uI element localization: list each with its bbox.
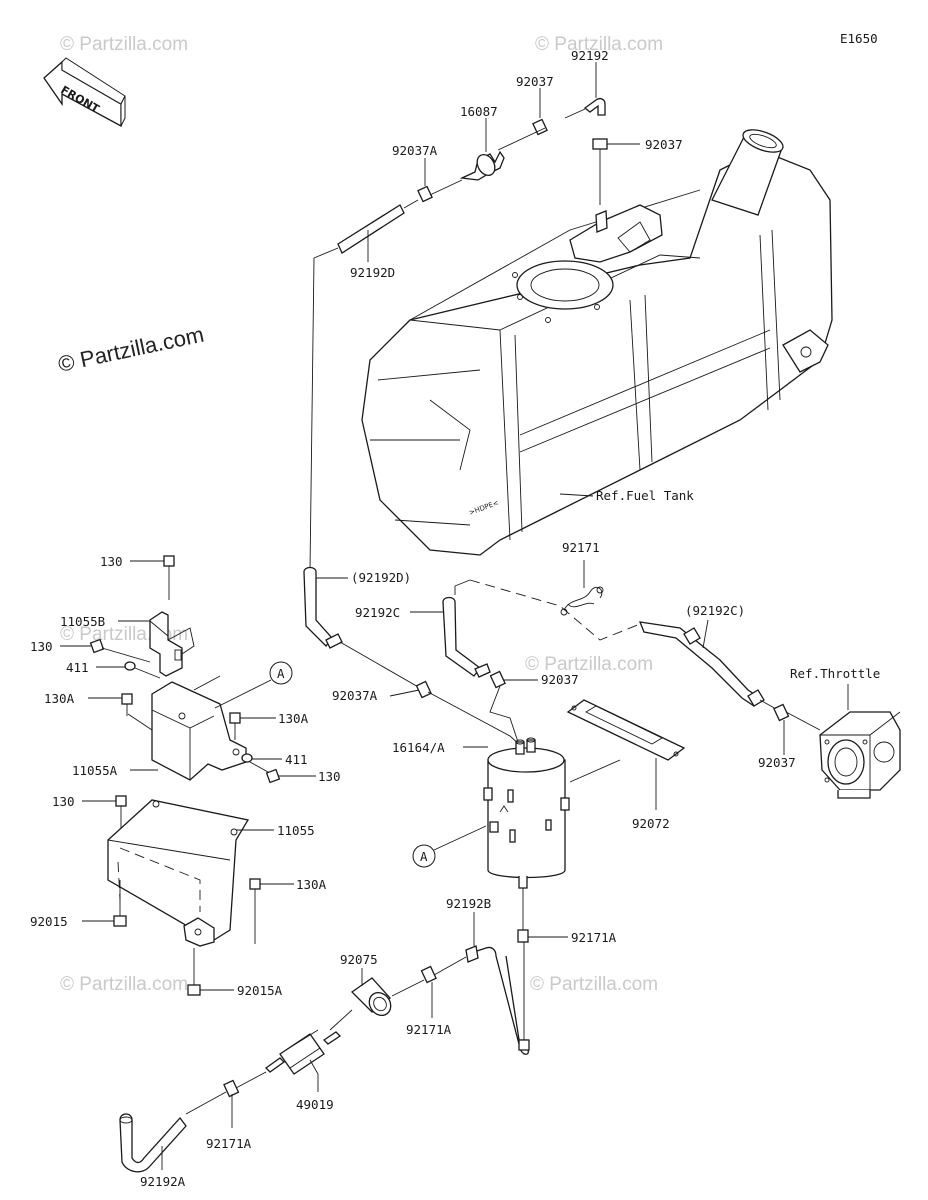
bolt-130A <box>249 878 261 944</box>
vent-hose-92192D <box>337 204 405 254</box>
vent-hose-92192C <box>442 596 491 678</box>
check-valve-16087 <box>459 150 505 181</box>
canister-16164 <box>483 737 570 889</box>
label-92192C-ref: (92192C) <box>685 603 745 618</box>
label-92192: 92192 <box>571 48 609 63</box>
label-92192B: 92192B <box>446 896 491 911</box>
callout-A: A <box>269 661 293 685</box>
label-92192D-ref: (92192D) <box>351 570 411 585</box>
clamp-92171A <box>223 1079 240 1098</box>
bolt-130 <box>265 768 281 784</box>
front-arrow-icon: FRONT <box>43 57 126 128</box>
vent-hose-92192D-lower <box>303 566 343 649</box>
bolt-130A <box>121 693 133 716</box>
filter-cover-92075 <box>350 977 392 1017</box>
nut-92015A <box>187 948 201 996</box>
label-92171A: 92171A <box>406 1022 452 1037</box>
clamp-92171A <box>517 929 529 943</box>
watermark: © Partzilla.com <box>530 974 658 995</box>
vent-hose-92192C-right <box>638 621 765 707</box>
label-92037A: 92037A <box>392 143 438 158</box>
label-16087: 16087 <box>460 104 498 119</box>
bracket-11055 <box>107 799 250 947</box>
diagram-code: E1650 <box>840 31 878 46</box>
label-92072: 92072 <box>632 816 670 831</box>
label-92192C: 92192C <box>355 605 400 620</box>
callout-A-label: A <box>420 849 428 864</box>
watermark: © Partzilla.com <box>60 34 188 55</box>
label-11055B: 11055B <box>60 614 105 629</box>
label-92192D: 92192D <box>350 265 395 280</box>
label-92171: 92171 <box>562 540 600 555</box>
label-92015: 92015 <box>30 914 68 929</box>
bracket-11055A <box>127 681 247 781</box>
clamp-92037 <box>773 703 790 722</box>
label-92015A: 92015A <box>237 983 283 998</box>
watermark: © Partzilla.com <box>525 654 653 675</box>
label-130: 130 <box>30 639 53 654</box>
watermark: © Partzilla.com <box>60 974 188 995</box>
label-92171A: 92171A <box>206 1136 252 1151</box>
fuel-filter-49019 <box>264 1029 342 1075</box>
label-130A: 130A <box>296 877 327 892</box>
label-ref-throttle: Ref.Throttle <box>790 666 880 681</box>
callout-A: A <box>412 844 436 868</box>
bolt-130A <box>229 712 241 740</box>
washer-411 <box>241 753 253 763</box>
clamp-92037 <box>532 118 548 136</box>
part-labels: 92192 92037 16087 92037A 92037 92192D Re… <box>30 48 880 1189</box>
label-92037: 92037 <box>541 672 579 687</box>
label-11055: 11055 <box>277 823 315 838</box>
label-92192A: 92192A <box>140 1174 186 1189</box>
bracket-92072 <box>566 699 686 761</box>
clamp-92037 <box>592 138 608 205</box>
bolt-130 <box>163 555 175 600</box>
label-92075: 92075 <box>340 952 378 967</box>
watermark-logo: © Partzilla.com <box>56 322 206 377</box>
label-92037: 92037 <box>645 137 683 152</box>
clamp-92037A <box>415 680 432 699</box>
label-130A: 130A <box>44 691 75 706</box>
label-11055A: 11055A <box>72 763 118 778</box>
label-130: 130 <box>52 794 75 809</box>
label-92037: 92037 <box>516 74 554 89</box>
throttle-body <box>819 711 901 799</box>
label-130: 130 <box>100 554 123 569</box>
label-130: 130 <box>318 769 341 784</box>
fuel-tank: >HDPE< <box>361 129 833 556</box>
vent-hose-92192 <box>583 97 606 116</box>
label-ref-fuel-tank: Ref.Fuel Tank <box>596 488 694 503</box>
vent-hose-92192B <box>465 945 530 1055</box>
label-92171A: 92171A <box>571 930 617 945</box>
label-16164A: 16164/A <box>392 740 445 755</box>
label-92037: 92037 <box>758 755 796 770</box>
clip-92171 <box>560 586 604 616</box>
label-411: 411 <box>66 660 89 675</box>
clamp-92037 <box>489 670 506 689</box>
bolt-130 <box>89 638 105 654</box>
label-411: 411 <box>285 752 308 767</box>
fuel-hose-92192A <box>119 1113 187 1173</box>
clamp-92037A <box>417 185 433 203</box>
label-49019: 49019 <box>296 1097 334 1112</box>
washer-411 <box>124 661 136 671</box>
clamp-92171A <box>420 965 437 984</box>
label-130A: 130A <box>278 711 309 726</box>
watermark: © Partzilla.com <box>535 34 663 55</box>
label-92037A: 92037A <box>332 688 378 703</box>
callout-A-label: A <box>277 666 285 681</box>
